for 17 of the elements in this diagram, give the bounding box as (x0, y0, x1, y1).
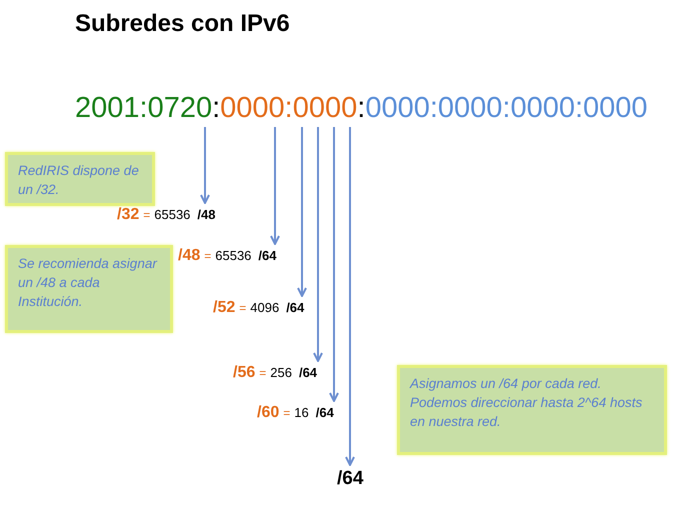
arrow (200, 127, 210, 204)
title: Subredes con IPv6 (75, 10, 290, 38)
subnet-equation: /32 = 65536 /48 (117, 206, 216, 224)
prefix-label: /64 (337, 468, 364, 490)
subnet-equation: /60 = 16 /64 (257, 404, 334, 422)
ipv6-address: 2001:0720:0000:0000:0000:0000:0000:0000 (75, 90, 648, 126)
subnet-equation: /52 = 4096 /64 (213, 299, 304, 317)
note-box: RedIRIS dispone de un /32. (5, 152, 155, 206)
arrow (329, 127, 339, 402)
arrow (345, 127, 355, 466)
note-box: Asignamos un /64 por cada red. Podemos direccionar hasta 2^64 hosts en nuestra red. (397, 365, 667, 455)
arrow (270, 127, 280, 245)
subnet-equation: /48 = 65536 /64 (178, 247, 276, 265)
arrow (297, 127, 307, 297)
subnet-equation: /56 = 256 /64 (233, 364, 318, 382)
arrow (313, 127, 323, 362)
note-box: Se recomienda asignar un /48 a cada Institución. (5, 245, 173, 333)
